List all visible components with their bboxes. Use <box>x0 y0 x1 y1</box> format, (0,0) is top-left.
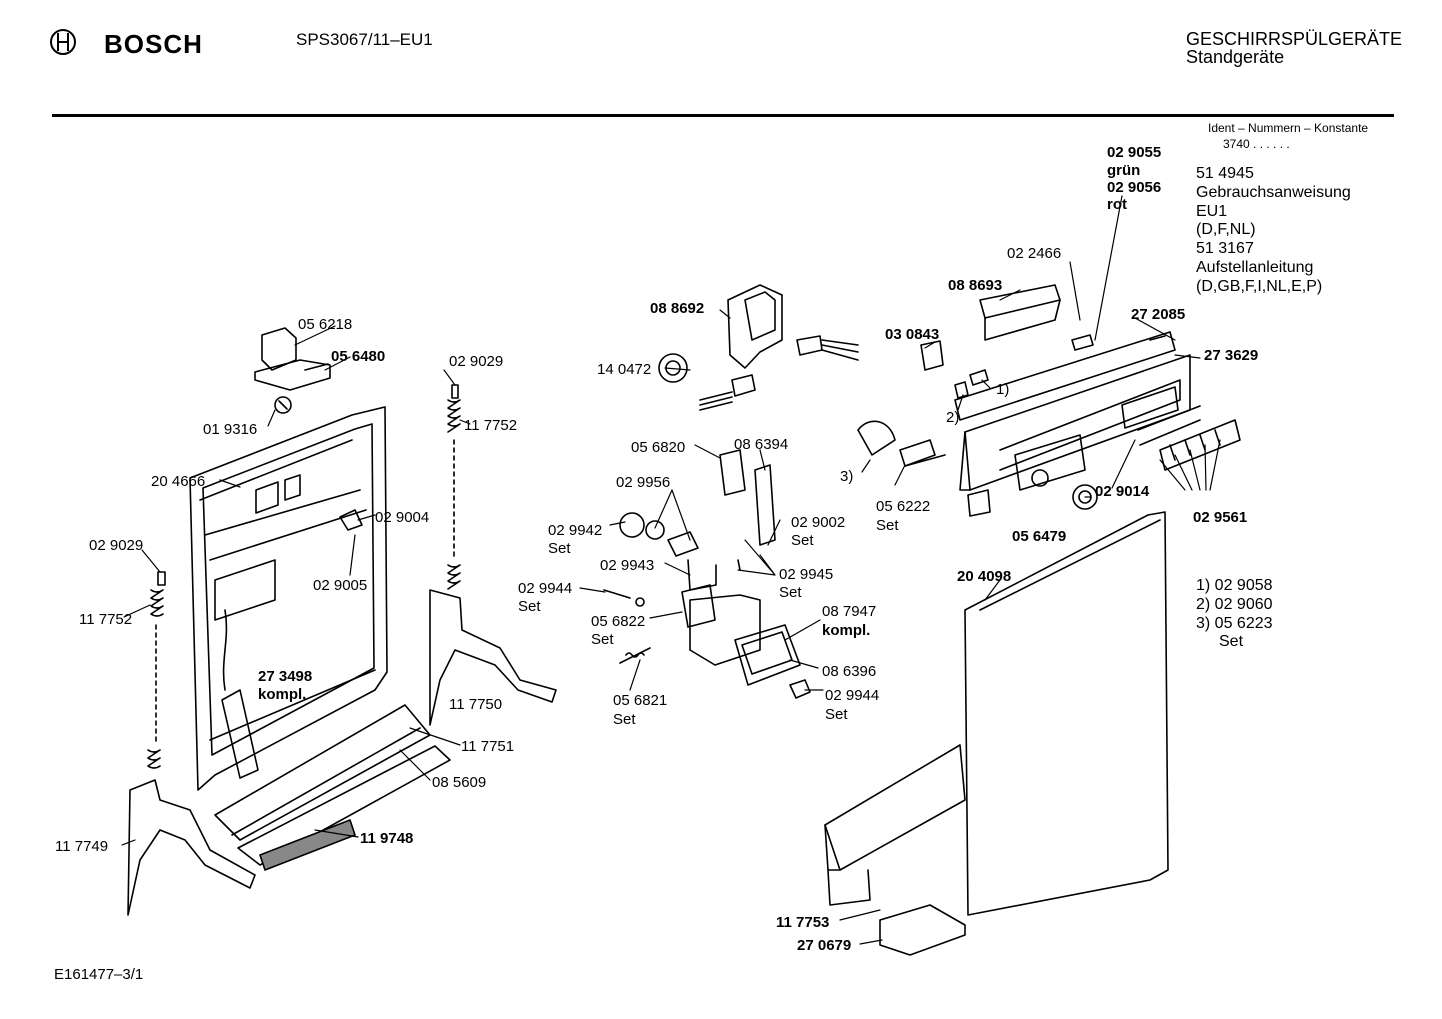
part-056822: 05 6822 <box>591 613 646 630</box>
part-117750: 11 7750 <box>449 696 503 713</box>
category-title: GESCHIRRSPÜLGERÄTE <box>1186 29 1403 49</box>
part-056822-set: Set <box>591 631 614 648</box>
part-119748: 11 9748 <box>360 830 414 847</box>
part-030843: 03 0843 <box>885 326 940 343</box>
part-056222: 05 6222 <box>876 498 931 515</box>
marker-1: 1) <box>996 381 1010 398</box>
part-029944-a: 02 9944 <box>518 580 573 597</box>
doc-line-1: 51 4945 <box>1196 165 1254 182</box>
part-087947: 08 7947 <box>822 603 877 620</box>
part-056218: 05 6218 <box>298 316 353 333</box>
bosch-logo <box>48 27 78 62</box>
part-029942: 02 9942 <box>548 522 603 539</box>
part-204098: 20 4098 <box>957 568 1012 585</box>
hinge-parts-drawing <box>255 328 330 413</box>
marker-3: 3) <box>840 468 854 485</box>
part-022466: 02 2466 <box>1007 245 1062 262</box>
part-270679: 27 0679 <box>797 937 852 954</box>
part-056480: 05 6480 <box>331 348 386 365</box>
doc-line-3: EU1 <box>1196 203 1228 220</box>
part-029944-b-set: Set <box>825 706 848 723</box>
part-029029-a: 02 9029 <box>449 353 504 370</box>
part-086396: 08 6396 <box>822 663 877 680</box>
part-029056: 02 9056 <box>1107 179 1162 196</box>
part-056479: 05 6479 <box>1012 528 1067 545</box>
part-204666: 20 4666 <box>151 473 206 490</box>
model-number: SPS3067/11–EU1 <box>296 30 433 49</box>
part-273629: 27 3629 <box>1204 347 1259 364</box>
part-117749: 11 7749 <box>55 838 109 855</box>
part-117752-b: 11 7752 <box>79 611 133 628</box>
note-3: 3) 05 6223 <box>1196 615 1273 632</box>
part-029945-set: Set <box>779 584 802 601</box>
part-272085: 27 2085 <box>1131 306 1186 323</box>
note-1: 1) 02 9058 <box>1196 577 1273 594</box>
part-117751: 11 7751 <box>461 738 515 755</box>
category-subtitle: Standgeräte <box>1186 47 1285 67</box>
dispenser-drawing <box>604 450 810 698</box>
part-085609: 08 5609 <box>432 774 487 791</box>
note-4: Set <box>1219 633 1244 650</box>
bosch-armature-icon <box>50 29 76 55</box>
part-029943: 02 9943 <box>600 557 655 574</box>
part-029014: 02 9014 <box>1095 483 1150 500</box>
part-029029-b: 02 9029 <box>89 537 144 554</box>
part-029056-color: rot <box>1107 196 1127 213</box>
part-088692: 08 8692 <box>650 300 705 317</box>
part-056821: 05 6821 <box>613 692 668 709</box>
doc-line-5: 51 3167 <box>1196 240 1254 257</box>
part-087947-kompl: kompl. <box>822 622 871 639</box>
doc-line-2: Gebrauchsanweisung <box>1196 184 1351 201</box>
part-029945: 02 9945 <box>779 566 834 583</box>
leader-lines <box>122 196 1220 944</box>
front-panel-drawing <box>825 512 1168 955</box>
part-019316: 01 9316 <box>203 421 258 438</box>
part-029002: 02 9002 <box>791 514 846 531</box>
drawing-code: E161477–3/1 <box>54 966 144 983</box>
part-029005: 02 9005 <box>313 577 368 594</box>
doc-line-4: (D,F,NL) <box>1196 221 1256 238</box>
door-frame-drawing <box>190 407 387 790</box>
marker-2: 2) <box>946 409 960 426</box>
part-117753: 11 7753 <box>776 914 830 931</box>
note-2: 2) 02 9060 <box>1196 596 1273 613</box>
part-117752-a: 11 7752 <box>464 417 518 434</box>
part-029942-set: Set <box>548 540 571 557</box>
part-088693: 08 8693 <box>948 277 1003 294</box>
doc-line-6: Aufstellanleitung <box>1196 259 1314 276</box>
spring-drawings <box>148 385 460 768</box>
part-273498: 27 3498 <box>258 668 313 685</box>
part-056821-set: Set <box>613 711 636 728</box>
brand-name: BOSCH <box>104 29 203 59</box>
header-divider <box>52 114 1394 117</box>
part-056222-set: Set <box>876 517 899 534</box>
part-029002-set: Set <box>791 532 814 549</box>
part-056820: 05 6820 <box>631 439 686 456</box>
hinge-arm-drawings <box>128 590 556 915</box>
part-029004: 02 9004 <box>375 509 430 526</box>
part-029944-b: 02 9944 <box>825 687 880 704</box>
ident-value: 3740 . . . . . . <box>1223 137 1290 151</box>
part-273498-kompl: kompl. <box>258 686 307 703</box>
part-029055-color: grün <box>1107 162 1141 179</box>
part-029055: 02 9055 <box>1107 144 1162 161</box>
timer-drawing <box>659 285 858 410</box>
ident-title: Ident – Nummern – Konstante <box>1208 121 1369 135</box>
part-140472: 14 0472 <box>597 361 652 378</box>
part-029956: 02 9956 <box>616 474 671 491</box>
part-029561: 02 9561 <box>1193 509 1248 526</box>
part-029944-a-set: Set <box>518 598 541 615</box>
part-086394: 08 6394 <box>734 436 789 453</box>
doc-line-7: (D,GB,F,I,NL,E,P) <box>1196 278 1323 295</box>
